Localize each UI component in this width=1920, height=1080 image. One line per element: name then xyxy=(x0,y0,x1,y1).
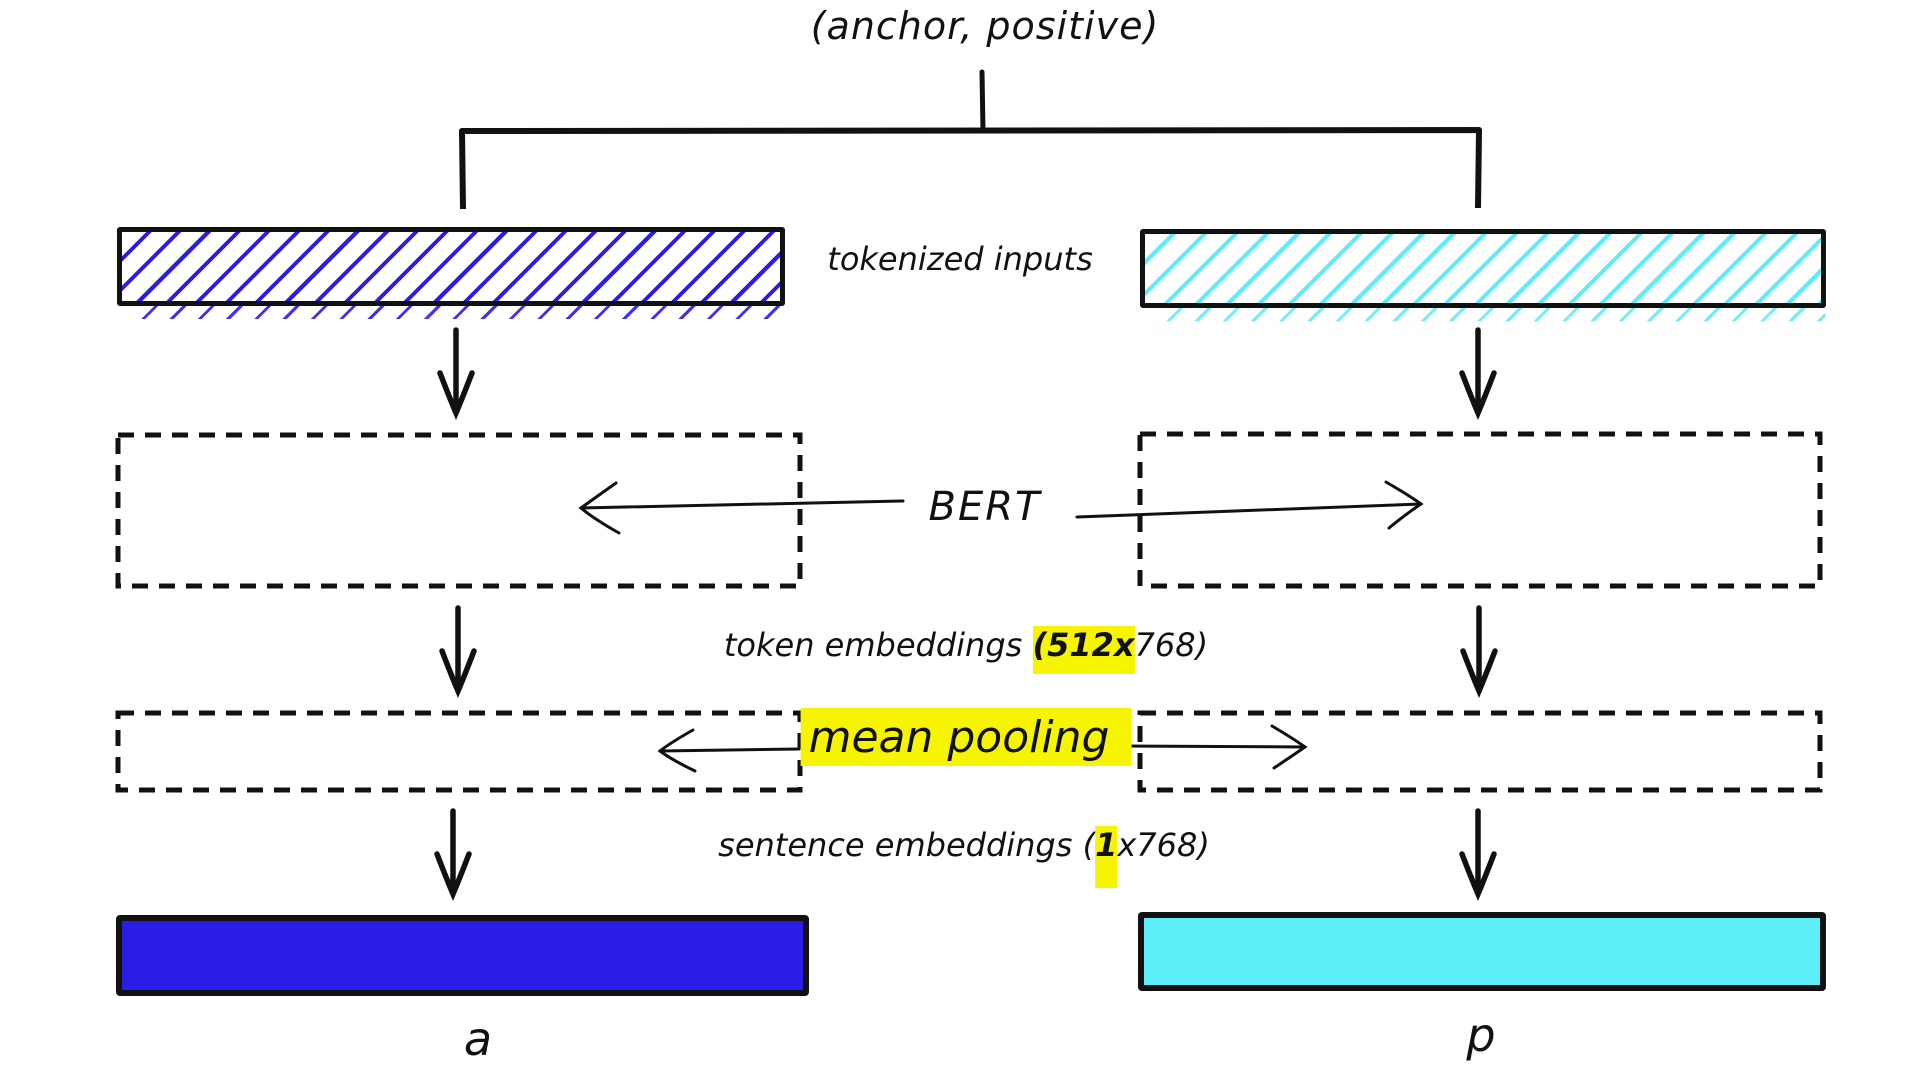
arrow-bert-to-positive-box xyxy=(1075,480,1424,530)
sentence-embeddings-label: sentence embeddings (1x768) xyxy=(718,826,1210,889)
bracket-stem xyxy=(979,69,986,134)
hatch-overflow-anchor xyxy=(130,306,780,319)
token-embeddings-label: token embeddings (512x768) xyxy=(723,626,1209,675)
token-embeddings-text: token embeddings xyxy=(723,626,1033,664)
arrow-anchor-bert-to-pooling xyxy=(439,605,477,698)
arrow-anchor-pooling-to-output xyxy=(434,808,472,901)
sentence-embedding-anchor-bar xyxy=(116,915,809,996)
pair-title: (anchor, positive) xyxy=(810,4,1160,48)
sentence-embeddings-dim-rest: x768) xyxy=(1117,826,1210,864)
anchor-output-label: a xyxy=(463,1012,493,1066)
arrow-anchor-input-to-bert xyxy=(437,327,475,420)
sentence-embedding-positive-bar xyxy=(1138,912,1826,991)
arrow-positive-bert-to-pooling xyxy=(1460,605,1498,698)
bert-label: BERT xyxy=(928,484,1042,530)
tokenized-input-anchor-bar xyxy=(117,227,785,306)
arrow-pooling-to-positive-box xyxy=(1123,724,1308,770)
tokenized-inputs-label: tokenized inputs xyxy=(827,240,1093,278)
tokenized-input-positive-bar xyxy=(1140,229,1826,308)
arrow-positive-input-to-bert xyxy=(1459,327,1497,420)
bert-box-positive xyxy=(1137,431,1823,589)
token-embeddings-dim-rest: 768) xyxy=(1134,626,1209,664)
arrow-pooling-to-anchor-box xyxy=(657,728,801,773)
mean-pooling-highlight: mean pooling xyxy=(800,708,1132,766)
pair-bracket xyxy=(459,127,1482,210)
sentence-embeddings-dim-highlight: 1 xyxy=(1095,826,1118,889)
sentence-embeddings-text: sentence embeddings ( xyxy=(718,826,1096,864)
hatch-overflow-positive xyxy=(1155,308,1825,321)
bert-box-anchor xyxy=(115,432,803,589)
positive-output-label: p xyxy=(1466,1008,1496,1062)
mean-pooling-box-positive xyxy=(1137,710,1823,793)
mean-pooling-label: mean pooling xyxy=(800,708,1132,766)
arrow-bert-to-anchor-box xyxy=(578,481,905,535)
token-embeddings-dim-highlight: (512x xyxy=(1032,626,1135,675)
arrow-positive-pooling-to-output xyxy=(1459,808,1497,901)
